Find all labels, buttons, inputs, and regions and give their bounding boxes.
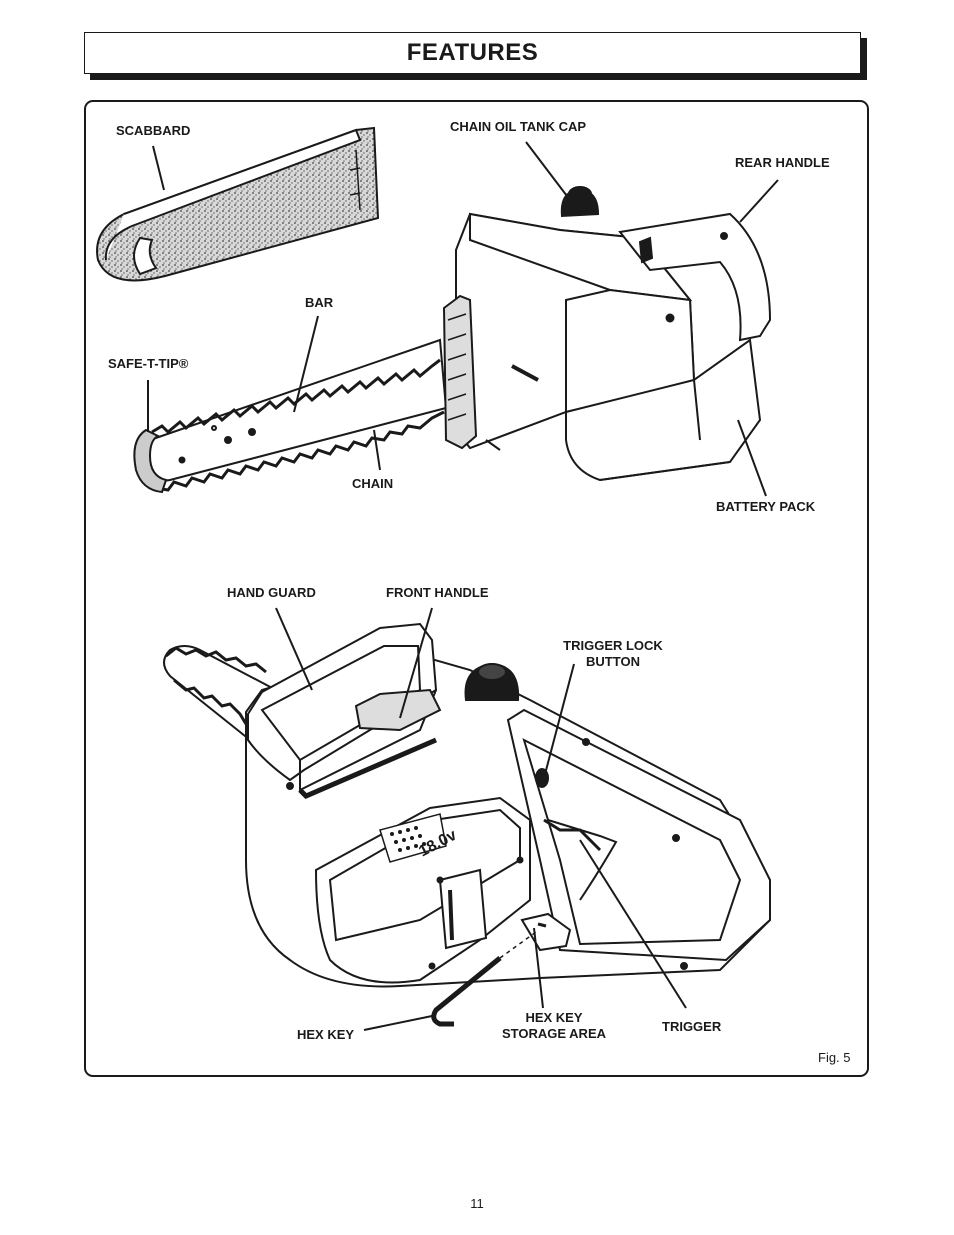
label-hex-key-storage-line2: STORAGE AREA — [501, 1026, 606, 1041]
label-bar: BAR — [305, 295, 334, 310]
label-safe-t-tip: SAFE-T-TIP® — [108, 356, 189, 371]
scabbard-illustration — [96, 126, 380, 282]
label-battery-pack: BATTERY PACK — [716, 499, 816, 514]
label-hex-key-storage-line1: HEX KEY — [525, 1010, 583, 1025]
title-box: FEATURES — [84, 32, 861, 74]
label-trigger-lock-button: TRIGGER LOCK BUTTON — [558, 638, 668, 670]
label-rear-handle: REAR HANDLE — [735, 155, 830, 170]
chainsaw-illustration-top — [133, 186, 772, 494]
label-trigger: TRIGGER — [662, 1019, 722, 1034]
page-title: FEATURES — [406, 39, 539, 66]
figure-caption: Fig. 5 — [818, 1050, 851, 1065]
label-scabbard: SCABBARD — [116, 123, 191, 138]
label-chain: CHAIN — [352, 476, 394, 491]
label-hex-key-storage-area: HEX KEY STORAGE AREA — [496, 1010, 612, 1042]
label-hand-guard: HAND GUARD — [227, 585, 316, 600]
label-chain-oil-tank-cap: CHAIN OIL TANK CAP — [450, 119, 587, 134]
label-front-handle: FRONT HANDLE — [386, 585, 489, 600]
label-hex-key: HEX KEY — [297, 1027, 355, 1042]
leader-lines — [147, 141, 779, 1031]
label-trigger-lock-line1: TRIGGER LOCK — [563, 638, 663, 653]
page-number: 11 — [470, 1196, 484, 1211]
hex-key-illustration — [431, 931, 537, 1027]
label-trigger-lock-line2: BUTTON — [586, 654, 640, 669]
chainsaw-illustration-bottom — [163, 622, 771, 988]
